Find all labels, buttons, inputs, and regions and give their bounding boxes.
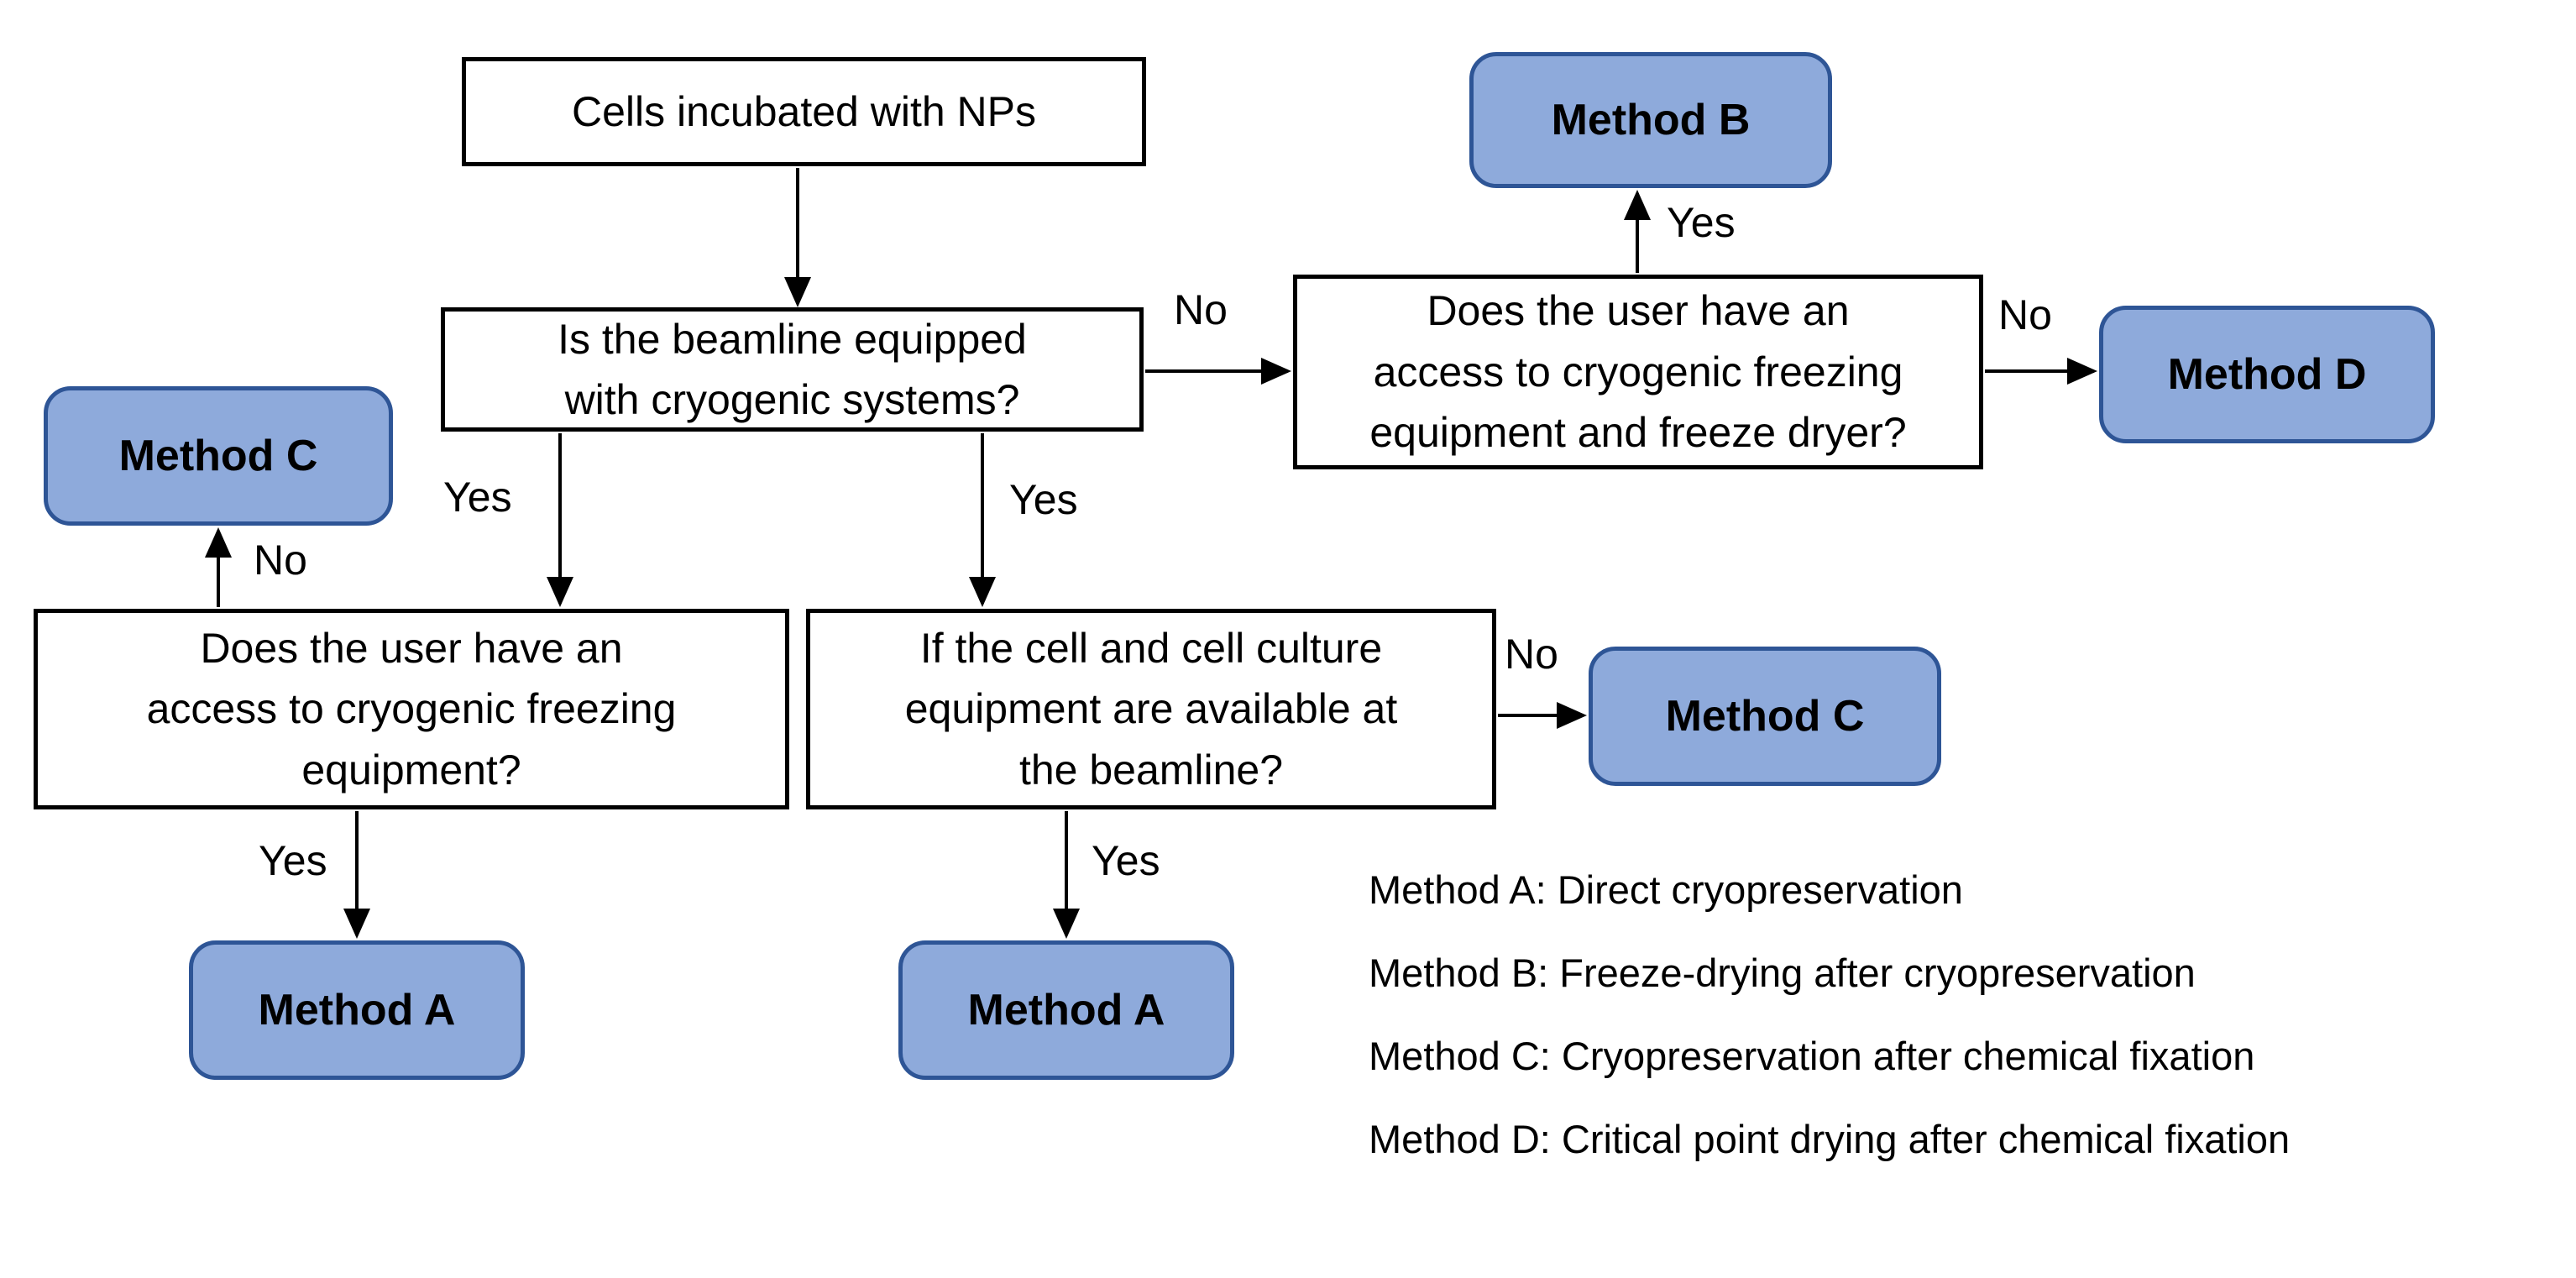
node-method-a-right: Method A [898,940,1234,1080]
edge-label-yes-q-access-freezing-to-method-a-left: Yes [259,837,327,884]
node-method-b: Method B [1469,52,1832,188]
node-q-access-freeze-dryer: Does the user have an access to cryogeni… [1293,275,1983,469]
legend-item-d: Method D: Critical point drying after ch… [1369,1117,2291,1161]
edge-label-yes-q-access-freeze-dryer-to-method-b: Yes [1667,199,1736,246]
node-method-c-right: Method C [1589,647,1941,786]
node-q-beamline-cryo: Is the beamline equipped with cryogenic … [441,307,1144,432]
node-q-cell-culture-available: If the cell and cell culture equipment a… [806,609,1496,809]
node-method-d: Method D [2099,306,2435,443]
legend-item-a: Method A: Direct cryopreservation [1369,867,1963,912]
node-start: Cells incubated with NPs [462,57,1146,166]
edge-label-yes-q-beamline-cryo-to-q-access-freezing: Yes [443,474,512,521]
legend-item-b: Method B: Freeze-drying after cryopreser… [1369,951,2196,995]
edge-label-no-q-access-freezing-to-method-c-left: No [254,537,307,584]
edge-label-no-q-access-freeze-dryer-to-method-d: No [1998,291,2052,338]
edge-label-no-q-beamline-cryo-to-q-access-freeze-dryer: No [1174,286,1228,333]
node-q-access-freezing: Does the user have an access to cryogeni… [34,609,789,809]
edge-label-yes-q-beamline-cryo-to-q-cell-culture-available: Yes [1009,476,1078,523]
node-method-a-left: Method A [189,940,525,1080]
legend-item-c: Method C: Cryopreservation after chemica… [1369,1034,2255,1078]
edge-label-yes-q-cell-culture-available-to-method-a-right: Yes [1092,837,1160,884]
edge-label-no-q-cell-culture-available-to-method-c-right: No [1505,631,1558,678]
node-method-c-left: Method C [44,386,393,526]
